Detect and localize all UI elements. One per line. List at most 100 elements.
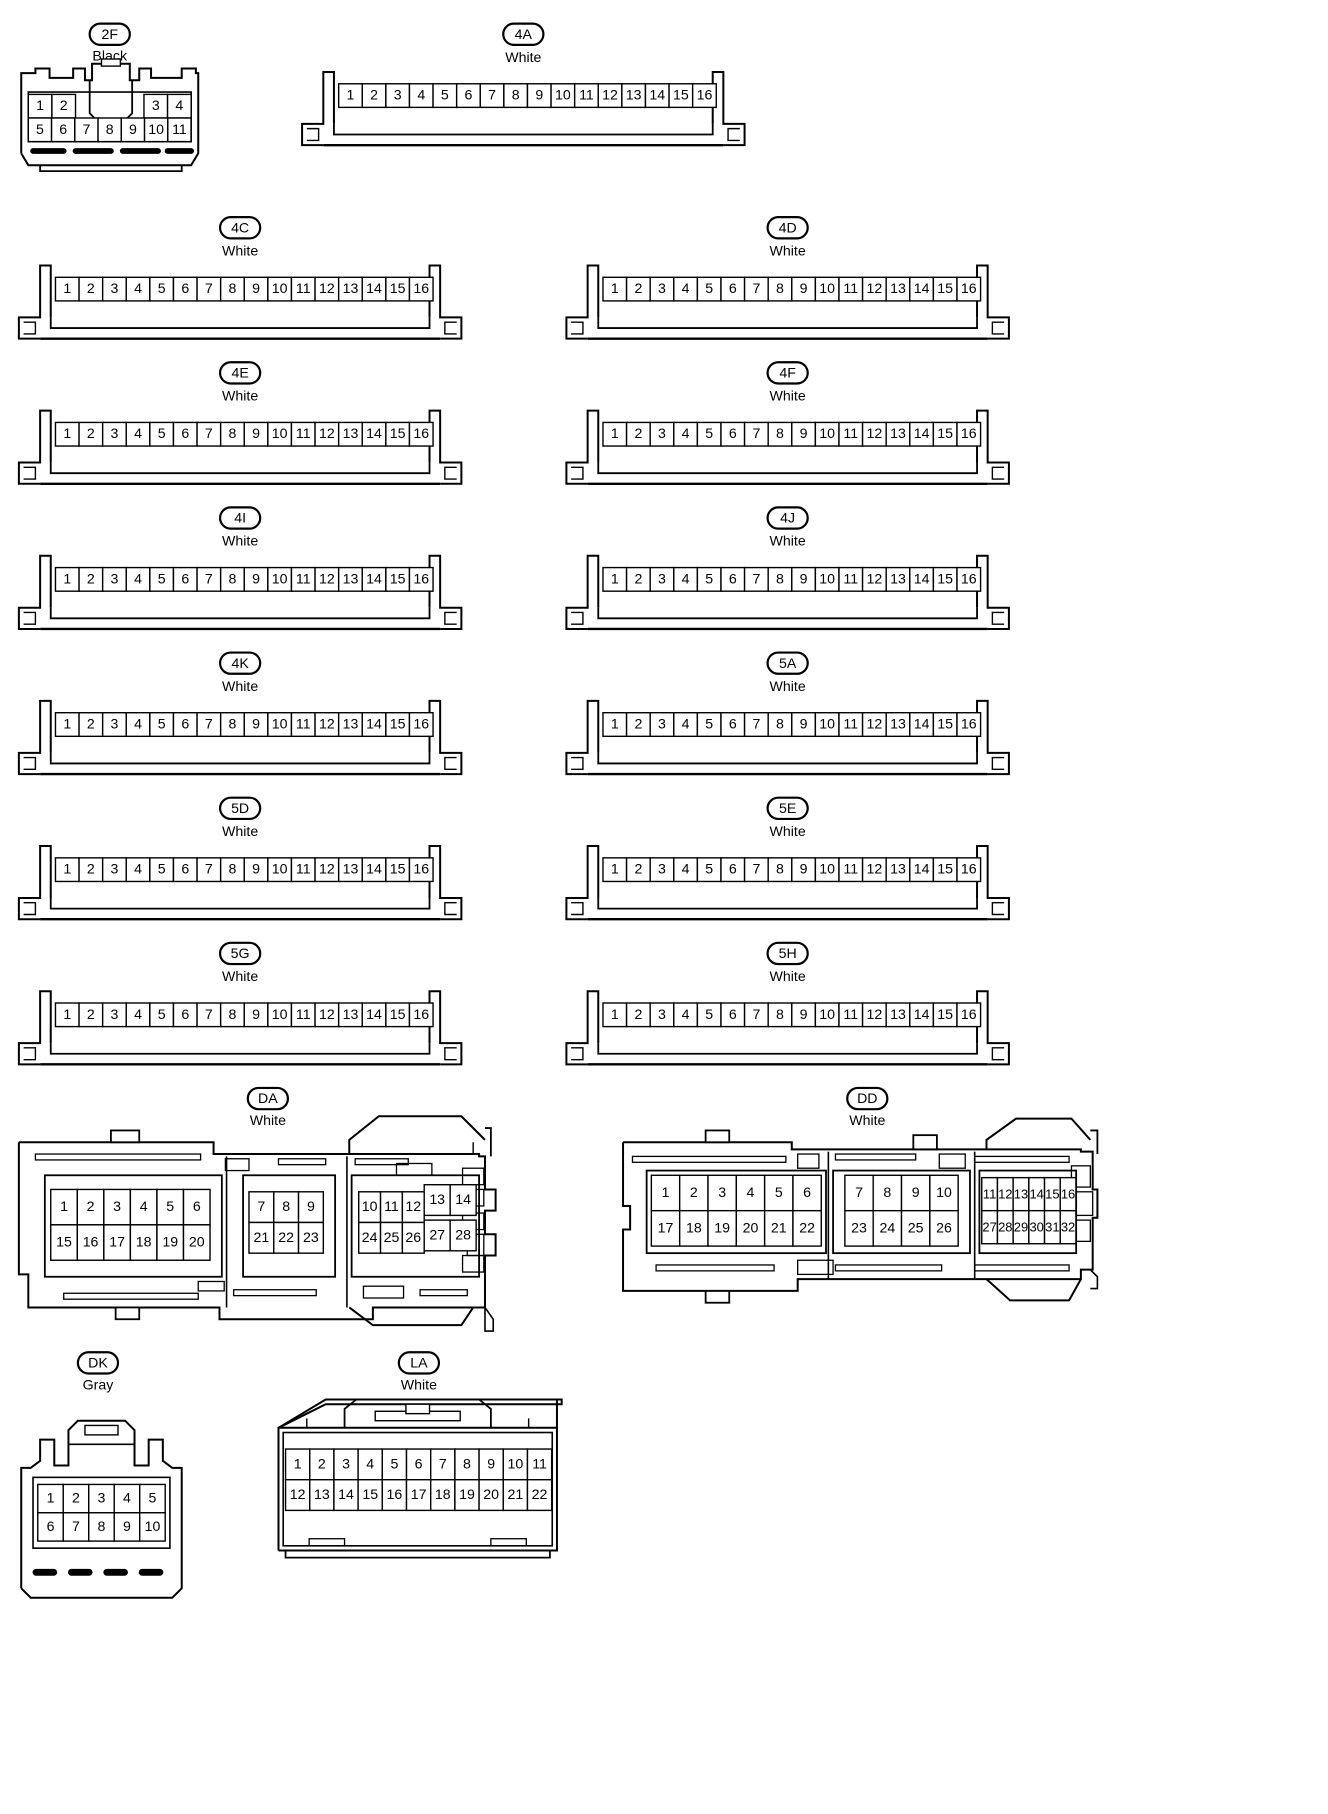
pin-number: 10 bbox=[362, 1199, 378, 1215]
connector-id: 4D bbox=[779, 220, 797, 236]
pin-number: 8 bbox=[512, 88, 520, 104]
pin-number: 18 bbox=[136, 1235, 152, 1251]
pin-number: 10 bbox=[272, 281, 288, 297]
pin-number: 11 bbox=[843, 571, 858, 587]
pin-cell bbox=[408, 421, 434, 447]
pin-cell bbox=[956, 1002, 982, 1028]
pin-number: 13 bbox=[314, 1487, 330, 1503]
pin-cell bbox=[430, 1479, 456, 1512]
pin-number: 4 bbox=[747, 1185, 755, 1201]
pin-cell bbox=[182, 1188, 211, 1226]
pin-number: 10 bbox=[819, 717, 835, 733]
pin-number: 20 bbox=[189, 1235, 205, 1251]
pin-number: 6 bbox=[803, 1185, 811, 1201]
pin-number: 14 bbox=[366, 717, 382, 733]
pin-number: 16 bbox=[961, 571, 977, 587]
pin-number: 11 bbox=[843, 426, 858, 442]
pin-number: 8 bbox=[776, 281, 784, 297]
pin-number: 2 bbox=[72, 1491, 80, 1507]
pin-number: 9 bbox=[800, 571, 808, 587]
pin-number: 7 bbox=[205, 426, 213, 442]
pin-number: 6 bbox=[181, 862, 189, 878]
pin-number: 12 bbox=[319, 1007, 335, 1023]
pin-cell bbox=[408, 857, 434, 883]
pin-number: 3 bbox=[111, 1007, 119, 1023]
pin-number: 27 bbox=[429, 1227, 445, 1243]
pin-number: 4 bbox=[682, 717, 690, 733]
pin-number: 9 bbox=[912, 1185, 920, 1201]
pin-number: 11 bbox=[843, 281, 858, 297]
pin-cell bbox=[956, 276, 982, 302]
pin-number: 3 bbox=[98, 1491, 106, 1507]
pin-number: 3 bbox=[394, 88, 402, 104]
pin-number: 1 bbox=[63, 717, 71, 733]
pin-cell bbox=[900, 1209, 931, 1247]
pin-number: 12 bbox=[867, 571, 883, 587]
pin-number: 4 bbox=[175, 98, 183, 114]
pin-number: 15 bbox=[390, 571, 406, 587]
pin-number: 7 bbox=[205, 571, 213, 587]
pin-number: 10 bbox=[272, 862, 288, 878]
pin-number: 2 bbox=[87, 1007, 95, 1023]
pin-number: 2 bbox=[87, 571, 95, 587]
pin-number: 2 bbox=[634, 862, 642, 878]
pin-number: 15 bbox=[390, 281, 406, 297]
pin-number: 14 bbox=[914, 571, 930, 587]
pin-number: 6 bbox=[181, 281, 189, 297]
connector-color: White bbox=[770, 243, 806, 259]
pin-number: 10 bbox=[819, 281, 835, 297]
connector-id: DD bbox=[857, 1091, 877, 1107]
pin-cell bbox=[381, 1479, 408, 1512]
pin-number: 19 bbox=[459, 1487, 475, 1503]
pin-number: 2 bbox=[87, 862, 95, 878]
pin-number: 27 bbox=[982, 1220, 996, 1235]
pin-number: 24 bbox=[879, 1220, 895, 1236]
pin-number: 12 bbox=[290, 1487, 306, 1503]
pin-number: 1 bbox=[347, 88, 355, 104]
pin-number: 23 bbox=[851, 1220, 867, 1236]
pin-number: 8 bbox=[776, 1007, 784, 1023]
pin-number: 1 bbox=[36, 98, 44, 114]
pin-number: 9 bbox=[252, 1007, 260, 1023]
pin-number: 16 bbox=[1061, 1187, 1075, 1202]
pin-number: 17 bbox=[411, 1487, 427, 1503]
pin-number: 12 bbox=[319, 862, 335, 878]
pin-cell bbox=[956, 857, 982, 883]
pin-number: 21 bbox=[771, 1220, 787, 1236]
pin-number: 15 bbox=[390, 717, 406, 733]
pin-number: 3 bbox=[152, 98, 160, 114]
pin-number: 17 bbox=[109, 1235, 125, 1251]
connector-color: White bbox=[222, 824, 258, 840]
pin-number: 6 bbox=[729, 1007, 737, 1023]
pin-number: 15 bbox=[56, 1235, 72, 1251]
pin-number: 9 bbox=[252, 862, 260, 878]
connector-id-badge: 5G bbox=[218, 941, 262, 966]
connector-id: 4E bbox=[231, 365, 248, 381]
connector-id-badge: 4A bbox=[502, 22, 545, 46]
pin-number: 13 bbox=[343, 1007, 359, 1023]
pin-cell bbox=[478, 1448, 504, 1481]
pin-number: 22 bbox=[532, 1487, 548, 1503]
pin-cell bbox=[454, 1448, 480, 1481]
pin-number: 10 bbox=[272, 1007, 288, 1023]
pin-cell bbox=[297, 1191, 325, 1224]
pin-number: 2 bbox=[318, 1456, 326, 1472]
pin-cell bbox=[423, 1219, 451, 1252]
connector-id: 5E bbox=[779, 801, 796, 817]
pin-number: 11 bbox=[296, 717, 311, 733]
connector-id: 4C bbox=[231, 220, 249, 236]
pin-number: 5 bbox=[390, 1456, 398, 1472]
pin-number: 3 bbox=[658, 717, 666, 733]
pin-number: 4 bbox=[682, 862, 690, 878]
pin-number: 2 bbox=[690, 1185, 698, 1201]
connector-id-badge: 4J bbox=[766, 506, 809, 530]
pin-number: 3 bbox=[658, 426, 666, 442]
pin-number: 2 bbox=[634, 1007, 642, 1023]
pin-cell bbox=[526, 1448, 553, 1481]
connector-id-badge: 4F bbox=[766, 361, 809, 385]
pin-number: 13 bbox=[343, 717, 359, 733]
